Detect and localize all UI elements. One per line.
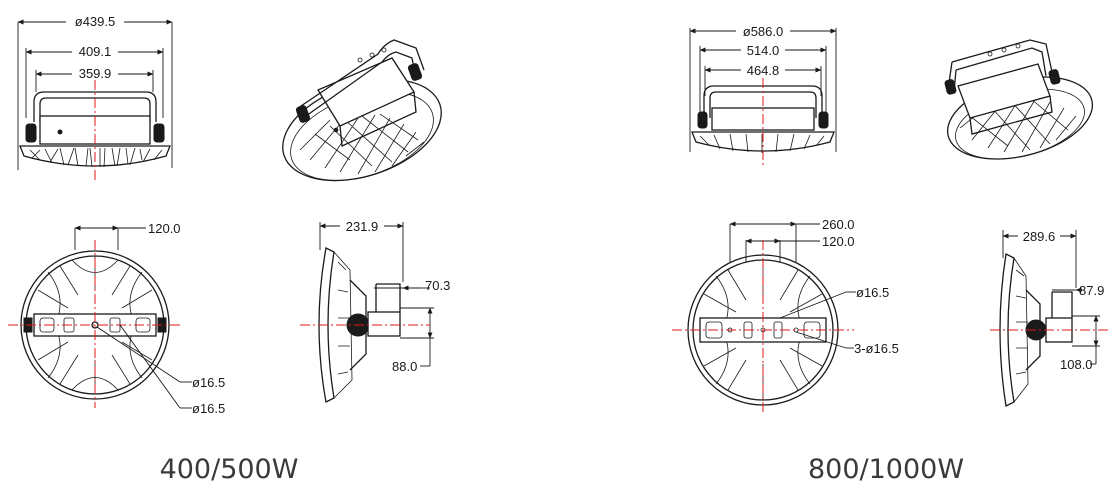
dim-hole-diameter-2: ø16.5 <box>192 401 225 416</box>
model-400-500w: ø439.5 409.1 359.9 <box>8 12 450 485</box>
front-view-400: ø439.5 409.1 359.9 <box>17 12 173 182</box>
dim-hole-diameter-2: 3-ø16.5 <box>854 341 899 356</box>
dim-hole-diameter-1: ø16.5 <box>192 375 225 390</box>
dim-bracket-outer: 514.0 <box>747 43 780 58</box>
dim-bracket-outer: 409.1 <box>79 44 112 59</box>
bottom-view-400: 120.0 ø16.5 ø16.5 <box>8 221 225 416</box>
bottom-view-800: 260.0 120.0 ø16.5 3-ø16 <box>672 217 899 414</box>
dim-bracket-inner: 359.9 <box>79 66 112 81</box>
iso-view-400 <box>282 39 442 182</box>
side-view-400: 231.9 70.3 88.0 <box>300 217 450 403</box>
dim-outer-diameter: ø439.5 <box>75 14 115 29</box>
dim-side-length: 289.6 <box>1023 229 1056 244</box>
dim-side-height: 108.0 <box>1060 357 1093 372</box>
model-caption-800: 800/1000W <box>808 454 964 485</box>
dim-hole-spacing: 120.0 <box>148 221 181 236</box>
dim-side-offset: 87.9 <box>1079 283 1104 298</box>
iso-view-800 <box>944 39 1094 160</box>
dim-hole-diameter-1: ø16.5 <box>856 285 889 300</box>
dim-side-length: 231.9 <box>346 219 379 234</box>
side-view-800: 289.6 87.9 108.0 <box>990 227 1110 407</box>
dim-side-offset: 70.3 <box>425 278 450 293</box>
dim-outer-diameter: ø586.0 <box>743 24 783 39</box>
dim-side-height: 88.0 <box>392 359 417 374</box>
dim-bracket-inner: 464.8 <box>747 63 780 78</box>
model-caption-400: 400/500W <box>160 454 299 485</box>
front-view-800: ø586.0 514.0 464.8 <box>689 22 837 168</box>
dim-hole-spacing-inner: 120.0 <box>822 234 855 249</box>
dim-hole-spacing-outer: 260.0 <box>822 217 855 232</box>
model-800-1000w: ø586.0 514.0 464.8 <box>672 22 1110 485</box>
